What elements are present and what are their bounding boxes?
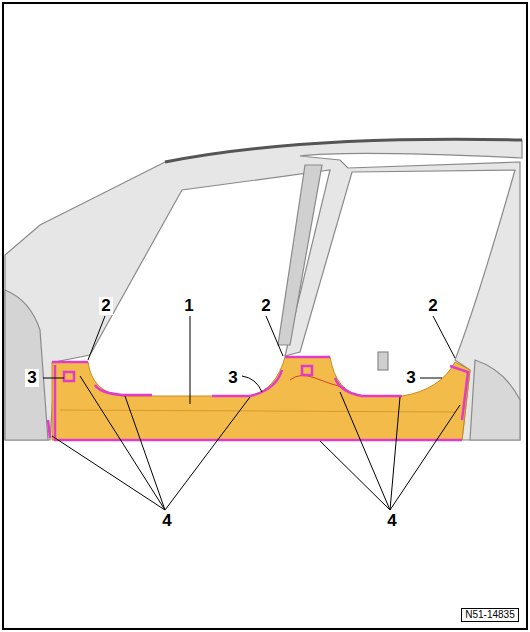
leader-lines <box>43 316 460 510</box>
callout-number: 3 <box>404 369 417 387</box>
frame <box>3 3 527 629</box>
cut-lines <box>48 357 468 440</box>
reference-code: N51-14835 <box>461 608 518 622</box>
callout-number: 3 <box>226 369 239 387</box>
callout-number: 4 <box>160 512 173 530</box>
callout-number: 2 <box>426 297 439 315</box>
callout-number: 2 <box>99 297 112 315</box>
body-shell <box>5 139 522 440</box>
sill-panel <box>52 357 470 440</box>
callout-number: 2 <box>259 297 272 315</box>
callout-number: 1 <box>182 297 195 315</box>
callout-number: 3 <box>25 369 38 387</box>
callout-number: 4 <box>385 512 398 530</box>
